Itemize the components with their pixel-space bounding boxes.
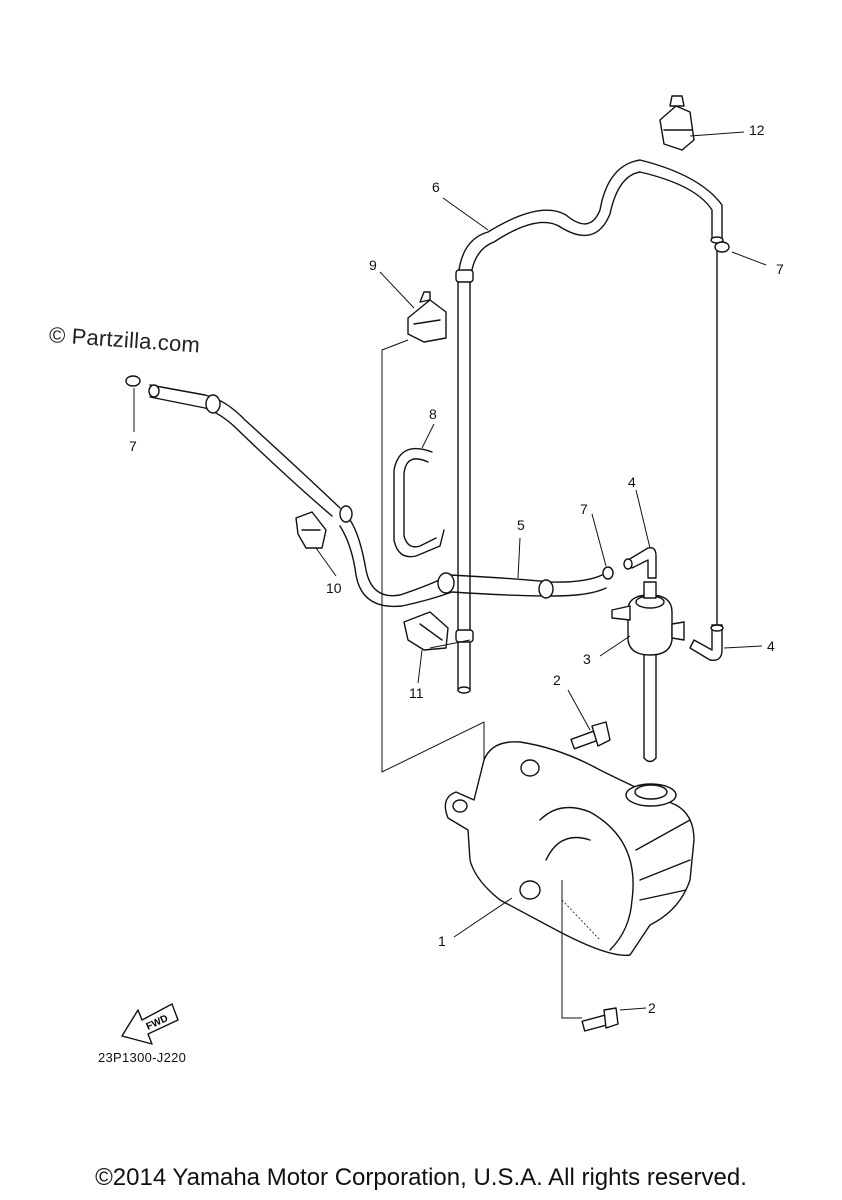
clip-part-9 <box>407 291 447 343</box>
leader-lines <box>133 131 767 1011</box>
tube-part-4-right <box>689 244 724 661</box>
valve-part-3 <box>611 581 685 763</box>
clip-part-12 <box>659 95 695 151</box>
callout-4-right: 4 <box>767 638 775 654</box>
strap-part-8 <box>393 447 445 558</box>
bolt-part-2-lower <box>581 1007 619 1032</box>
callout-4-upper: 4 <box>628 474 636 490</box>
callout-7-left: 7 <box>129 438 137 454</box>
callout-3: 3 <box>583 651 591 667</box>
callout-2-upper: 2 <box>553 672 561 688</box>
ring-clip-part-7-middle <box>602 566 614 580</box>
callout-7-middle: 7 <box>580 501 588 517</box>
bolt-part-2-upper <box>570 721 611 750</box>
callout-9: 9 <box>369 257 377 273</box>
clamp-part-10 <box>295 511 327 549</box>
callout-8: 8 <box>429 406 437 422</box>
hose-part-6 <box>455 159 724 694</box>
reference-lines <box>381 339 601 1019</box>
clip-part-11 <box>403 611 449 651</box>
fwd-arrow-icon: FWD <box>121 1003 179 1045</box>
callout-5: 5 <box>517 517 525 533</box>
callout-10: 10 <box>326 580 342 596</box>
diagram-code: 23P1300-J220 <box>98 1050 187 1065</box>
tank-part-1 <box>444 741 695 957</box>
callout-1: 1 <box>438 933 446 949</box>
callout-7-right: 7 <box>776 261 784 277</box>
copyright-notice: ©2014 Yamaha Motor Corporation, U.S.A. A… <box>95 1164 747 1191</box>
callout-2-lower: 2 <box>648 1000 656 1016</box>
ring-clip-part-7-right <box>714 241 730 253</box>
ring-clip-part-7-left <box>125 375 141 387</box>
tube-part-4-upper <box>623 546 657 579</box>
hose-upper-left <box>148 384 353 523</box>
callout-6: 6 <box>432 179 440 195</box>
callout-11: 11 <box>409 685 424 701</box>
hose-part-5 <box>339 519 607 608</box>
callout-12: 12 <box>749 122 765 138</box>
